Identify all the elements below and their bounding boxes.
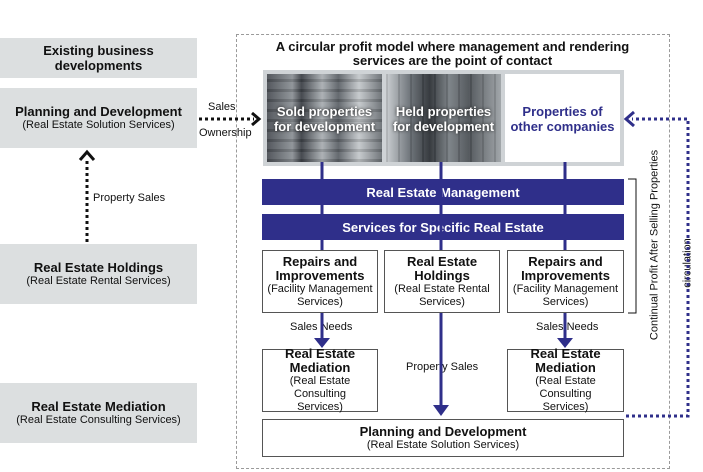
held-properties-label: Held properties for development bbox=[392, 104, 495, 134]
repairs-left-box: Repairs and Improvements (Facility Manag… bbox=[262, 250, 378, 313]
sales-label: Sales bbox=[208, 101, 236, 113]
left-property-sales-label: Property Sales bbox=[93, 192, 166, 204]
left-planning-box: Planning and Development (Real Estate So… bbox=[0, 88, 197, 148]
circulation-loop bbox=[626, 117, 690, 418]
mediation-right-box: Real Estate Mediation (Real Estate Consu… bbox=[507, 347, 624, 413]
other-companies-box bbox=[505, 74, 620, 162]
header-line-1: A circular profit model where management… bbox=[275, 39, 630, 54]
repairs-right-box: Repairs and Improvements (Facility Manag… bbox=[507, 250, 624, 313]
held-properties-photo bbox=[386, 74, 501, 162]
header-line-2: services are the point of contact bbox=[352, 53, 553, 68]
diagram-header: A circular profit model where management… bbox=[250, 40, 655, 68]
sold-properties-label: Sold properties for development bbox=[273, 104, 376, 134]
mediation-left-box: Real Estate Mediation (Real Estate Consu… bbox=[262, 347, 378, 413]
other-companies-label: Properties of other companies bbox=[510, 104, 615, 134]
existing-business-title: Existing business developments bbox=[43, 43, 154, 73]
left-mediation-box: Real Estate Mediation (Real Estate Consu… bbox=[0, 383, 197, 443]
existing-business-box: Existing business developments bbox=[0, 38, 197, 78]
left-holdings-box: Real Estate Holdings (Real Estate Rental… bbox=[0, 244, 197, 304]
ownership-label: Ownership bbox=[199, 127, 252, 139]
left-planning-sub: (Real Estate Solution Services) bbox=[22, 119, 175, 131]
left-mediation-sub: (Real Estate Consulting Services) bbox=[16, 414, 181, 426]
left-mediation-title: Real Estate Mediation bbox=[31, 399, 166, 414]
left-planning-title: Planning and Development bbox=[15, 104, 182, 119]
left-holdings-title: Real Estate Holdings bbox=[33, 260, 164, 275]
sold-properties-photo bbox=[267, 74, 382, 162]
main-frame bbox=[236, 34, 670, 469]
left-holdings-sub: (Real Estate Rental Services) bbox=[26, 275, 171, 287]
sales-needs-right-label: Sales Needs bbox=[536, 321, 599, 333]
bottom-planning-box: Planning and Development (Real Estate So… bbox=[262, 419, 624, 457]
holdings-service-box: Real Estate Holdings (Real Estate Rental… bbox=[384, 250, 500, 313]
